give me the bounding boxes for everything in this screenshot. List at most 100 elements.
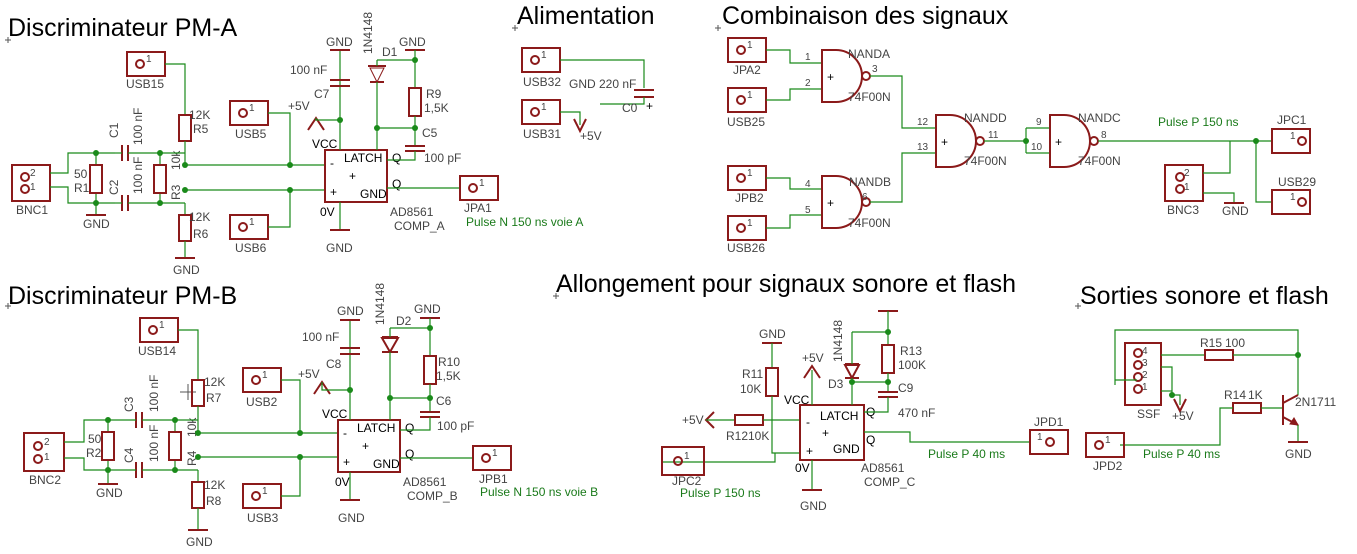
- svg-text:12K: 12K: [204, 375, 225, 389]
- svg-text:10: 10: [1031, 142, 1043, 153]
- svg-text:1: 1: [541, 102, 547, 113]
- svg-text:100 nF: 100 nF: [290, 63, 327, 77]
- svg-text:Q: Q: [405, 447, 414, 461]
- c3-label: C3: [122, 396, 136, 412]
- d1-part: 1N4148: [361, 12, 375, 54]
- svg-text:Q: Q: [392, 177, 401, 191]
- svg-text:VCC: VCC: [322, 407, 348, 421]
- net-pulse-n-a: Pulse N 150 ns voie A: [466, 215, 583, 229]
- r2-label: R2: [86, 446, 102, 460]
- usb26-label: USB26: [727, 241, 765, 255]
- jpc1-connector: [1271, 128, 1311, 154]
- net-pulse-p-150-in: Pulse P 150 ns: [680, 486, 761, 500]
- svg-text:2: 2: [30, 168, 36, 179]
- title-combinaison: Combinaison des signaux: [722, 2, 1009, 30]
- c9-label: C9: [898, 381, 914, 395]
- comp-a-block: [324, 149, 388, 203]
- svg-text:100 nF: 100 nF: [147, 375, 161, 412]
- d3-label: D3: [828, 377, 844, 391]
- svg-text:+: +: [1055, 135, 1062, 149]
- svg-text:1: 1: [1184, 182, 1190, 193]
- svg-text:1: 1: [747, 40, 753, 51]
- svg-text:GND: GND: [569, 77, 596, 91]
- svg-text:12: 12: [917, 117, 929, 128]
- r9-resistor: [408, 87, 422, 117]
- svg-text:+: +: [822, 426, 829, 440]
- svg-text:+: +: [330, 185, 337, 199]
- svg-text:100 pF: 100 pF: [424, 151, 461, 165]
- combinaison-section: 1 JPA2 1 USB25 + NANDA 74F00N 1 2 3 1 JP…: [727, 37, 1316, 255]
- bnc1-label: BNC1: [16, 203, 48, 217]
- c6-label: C6: [436, 394, 452, 408]
- usb29-label: USB29: [1278, 175, 1316, 189]
- svg-text:3: 3: [1142, 358, 1148, 369]
- r1-label: R1: [74, 181, 90, 195]
- svg-text:1: 1: [146, 54, 152, 65]
- r6-label: R6: [193, 227, 209, 241]
- d1-label: D1: [382, 45, 398, 59]
- svg-text:8: 8: [1101, 130, 1107, 141]
- c0-label: C0: [622, 101, 638, 115]
- svg-text:9: 9: [1036, 117, 1042, 128]
- r3-label: R3: [169, 184, 183, 200]
- jpc2-label: JPC2: [672, 474, 702, 488]
- svg-text:2: 2: [1142, 370, 1148, 381]
- usb25-label: USB25: [727, 115, 765, 129]
- alimentation-section: 1 USB32 1 USB31 +5V GND 220 nF C0 +: [521, 47, 654, 143]
- r7-label: R7: [206, 391, 222, 405]
- svg-text:+: +: [827, 70, 834, 84]
- svg-text:+: +: [349, 169, 356, 183]
- r4-resistor: [168, 431, 182, 461]
- svg-text:+5V: +5V: [298, 367, 320, 381]
- svg-text:1: 1: [747, 218, 753, 229]
- c4-label: C4: [122, 447, 136, 463]
- svg-text:1,5K: 1,5K: [424, 101, 449, 115]
- jpd2-label: JPD2: [1093, 459, 1123, 473]
- r14-label: R14: [1224, 388, 1246, 402]
- svg-text:1: 1: [249, 217, 255, 228]
- svg-text:2: 2: [1184, 168, 1190, 179]
- svg-text:1: 1: [1105, 435, 1111, 446]
- svg-text:12K: 12K: [189, 108, 210, 122]
- net-pulse-p-40-out: Pulse P 40 ms: [1143, 447, 1220, 461]
- svg-text:+: +: [806, 444, 813, 458]
- jpb1-connector: [472, 445, 512, 471]
- svg-text:GND: GND: [337, 304, 364, 318]
- r8-label: R8: [206, 494, 222, 508]
- svg-text:1: 1: [44, 452, 50, 463]
- svg-text:-: -: [330, 156, 334, 170]
- r4-label: R4: [185, 450, 199, 466]
- svg-text:GND: GND: [399, 35, 426, 49]
- usb3-label: USB3: [247, 511, 279, 525]
- svg-text:100 nF: 100 nF: [131, 108, 145, 145]
- c2-label: C2: [107, 179, 121, 195]
- c1-label: C1: [107, 122, 121, 138]
- r12-resistor: [734, 414, 764, 426]
- svg-text:GND: GND: [1222, 204, 1249, 218]
- svg-text:1: 1: [805, 52, 811, 63]
- svg-text:GND: GND: [326, 35, 353, 49]
- svg-text:1: 1: [262, 486, 268, 497]
- svg-text:-: -: [806, 415, 810, 429]
- jpd2-connector: [1085, 432, 1125, 458]
- comp-b-part: AD8561: [403, 475, 447, 489]
- pm-b-section: 21 BNC2 50 R2 GND C3 100 nF C4 100 nF R4…: [23, 283, 598, 549]
- svg-text:GND: GND: [96, 486, 123, 500]
- jpc1-label: JPC1: [1277, 113, 1307, 127]
- svg-text:100 nF: 100 nF: [147, 425, 161, 462]
- svg-text:GND: GND: [1285, 447, 1312, 461]
- r2-resistor: [101, 431, 115, 461]
- svg-text:GND: GND: [414, 302, 441, 316]
- svg-text:VCC: VCC: [784, 393, 810, 407]
- usb15-label: USB15: [126, 77, 164, 91]
- svg-text:1: 1: [541, 50, 547, 61]
- svg-text:Q: Q: [405, 421, 414, 435]
- svg-text:100: 100: [1225, 336, 1245, 350]
- svg-text:1: 1: [1142, 382, 1148, 393]
- jpb2-label: JPB2: [735, 191, 764, 205]
- svg-text:1: 1: [479, 178, 485, 189]
- bnc2-label: BNC2: [29, 473, 61, 487]
- svg-text:GND: GND: [186, 535, 213, 549]
- usb14-label: USB14: [138, 344, 176, 358]
